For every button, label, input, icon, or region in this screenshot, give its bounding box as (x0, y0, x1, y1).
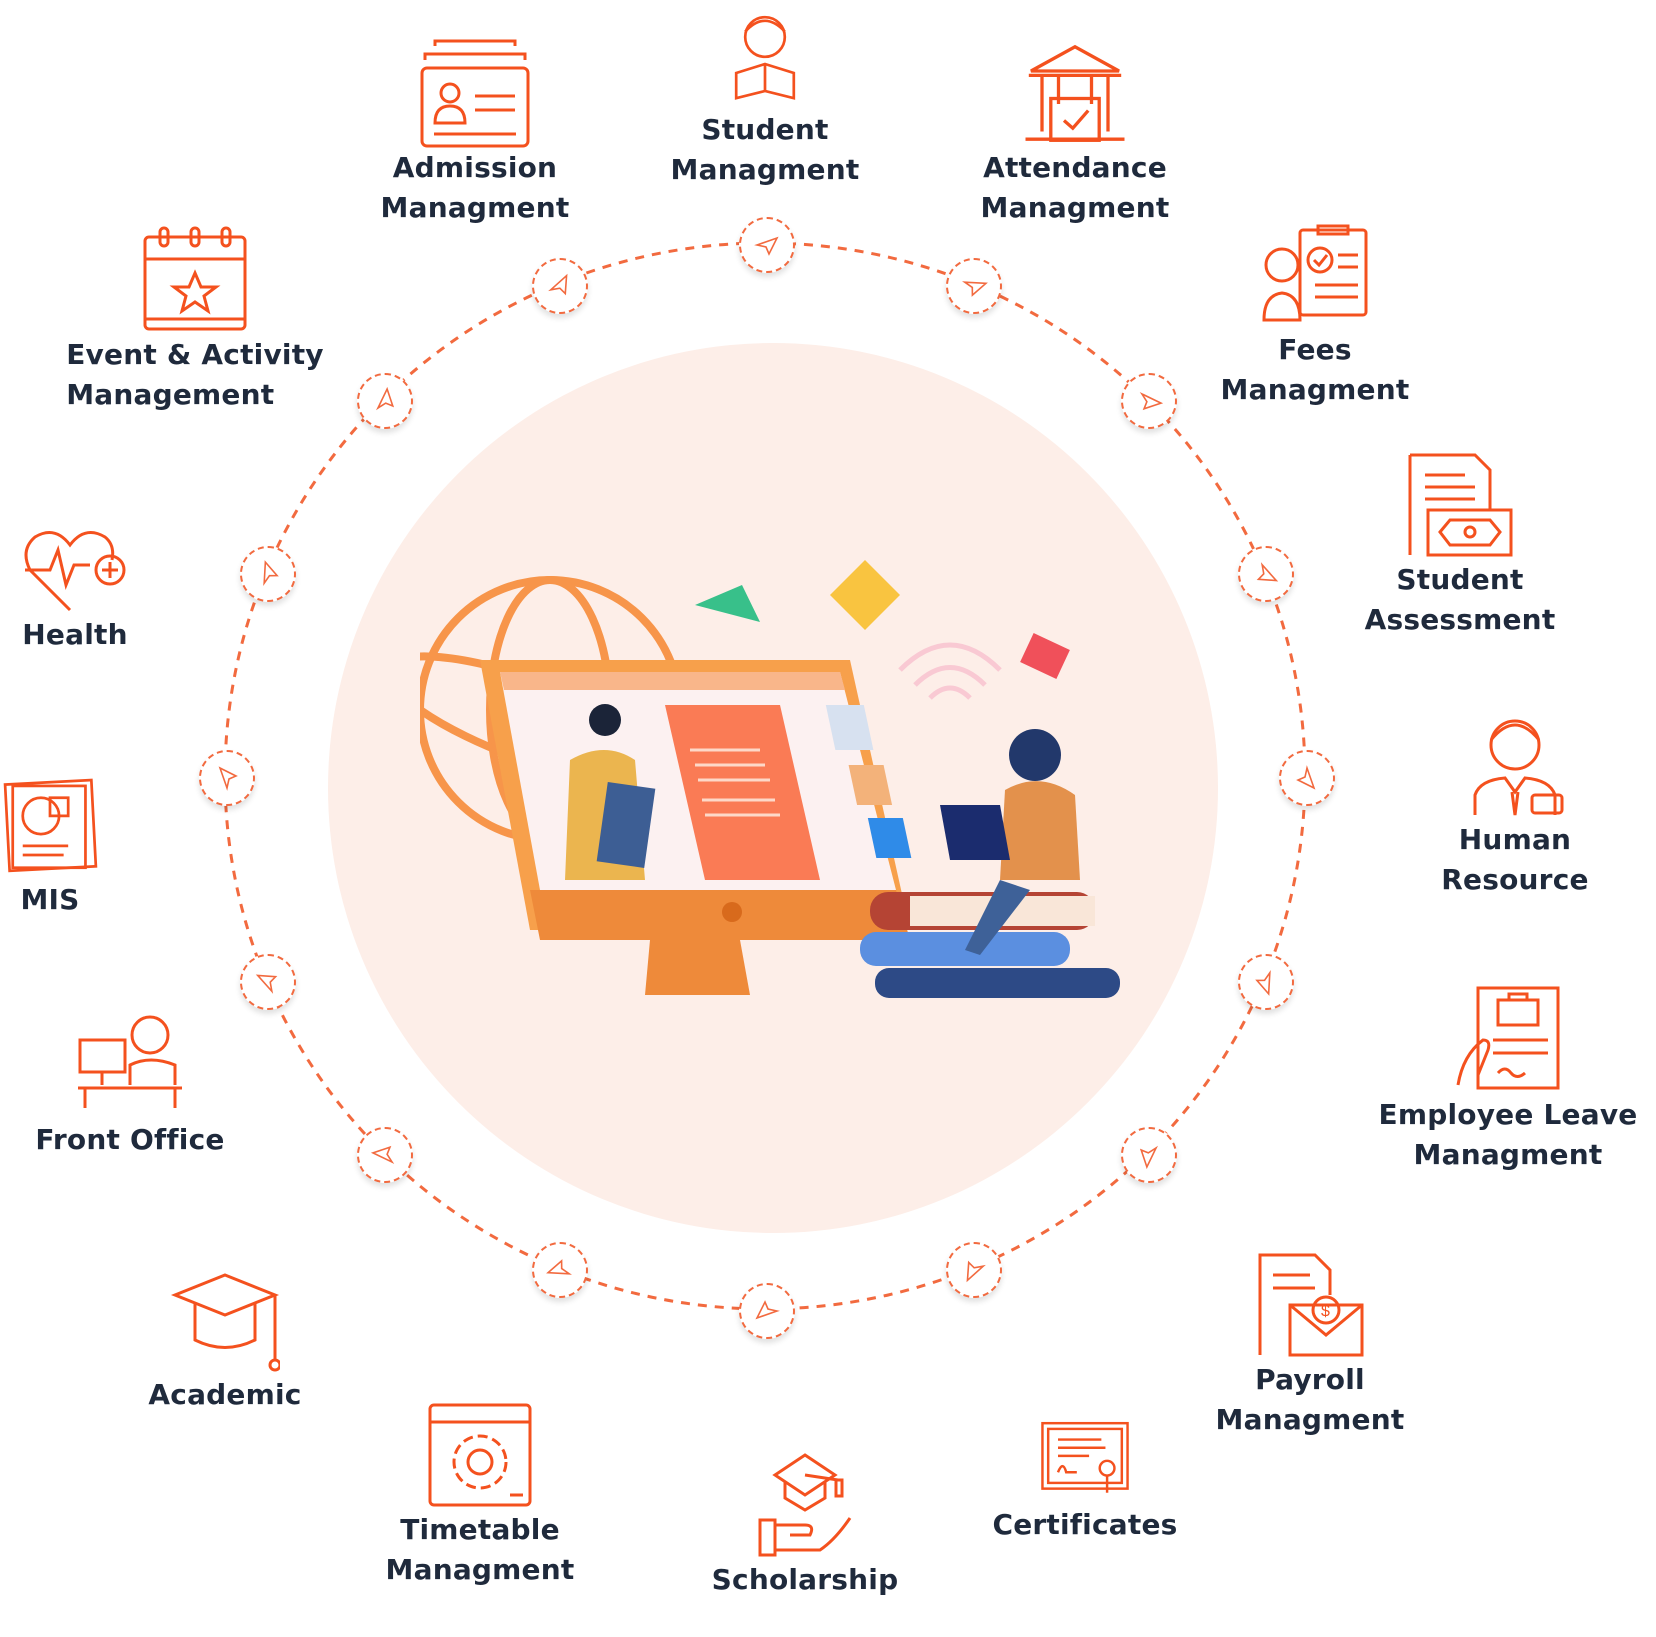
certificate-icon (1041, 1421, 1129, 1493)
center-illustration (420, 560, 1120, 998)
paper-plane-icon (371, 1145, 395, 1164)
module-front-office[interactable]: Front Office (15, 1010, 245, 1160)
ring-node (945, 257, 1002, 314)
graduation-cap-icon (170, 1273, 280, 1372)
module-label: MIS (20, 883, 80, 916)
module-mis[interactable]: MIS (0, 770, 100, 920)
hr-person-icon (1473, 719, 1564, 816)
ring-node (945, 1242, 1002, 1299)
module-label: Academic (148, 1378, 302, 1411)
heart-pulse-plus-icon (24, 531, 126, 612)
paper-plane-icon (1256, 562, 1279, 582)
paper-plane-icon (255, 974, 278, 994)
receptionist-desk-icon (78, 1015, 182, 1108)
module-certificates[interactable]: Certificates (960, 1415, 1210, 1545)
paper-plane-icon (966, 1261, 986, 1283)
ring-node (532, 1242, 589, 1299)
paper-plane-icon (1139, 392, 1163, 411)
building-calendar-check-icon (1025, 44, 1125, 142)
ring-node (199, 750, 255, 806)
module-academic[interactable]: Academic (115, 1265, 335, 1415)
ring-node (739, 217, 795, 273)
paper-plane-icon (961, 280, 988, 297)
ring-node (357, 373, 414, 430)
ring-node (739, 1283, 795, 1339)
document-money-icon (1408, 453, 1513, 557)
ring-node (1279, 750, 1335, 806)
student-reading-icon (734, 15, 796, 100)
paper-plane-icon (1296, 765, 1316, 790)
ring-node (1120, 373, 1177, 430)
module-label: Certificates (992, 1508, 1178, 1541)
paper-plane-icon (755, 1300, 780, 1320)
module-health[interactable]: Health (10, 525, 140, 655)
calendar-star-icon (143, 226, 247, 331)
report-pie-chart-icon (3, 778, 98, 873)
module-label: Scholarship (711, 1563, 899, 1596)
paper-plane-icon (546, 1259, 573, 1276)
module-scholarship[interactable]: Scholarship (680, 1450, 930, 1600)
paper-plane-icon (376, 386, 395, 411)
ring-node (240, 546, 297, 603)
svg-text:$: $ (1321, 1303, 1330, 1320)
module-label: Front Office (35, 1123, 225, 1156)
ring-node (1237, 546, 1294, 603)
paper-plane-icon (754, 236, 779, 256)
ring-node (240, 953, 297, 1010)
window-gear-icon (428, 1403, 532, 1507)
module-label: Health (22, 618, 128, 651)
person-clipboard-check-icon (1262, 224, 1368, 322)
paper-plane-icon (1139, 1145, 1158, 1170)
hand-document-briefcase-icon (1456, 986, 1560, 1090)
ring-node (532, 257, 589, 314)
paper-plane-icon (218, 766, 238, 791)
hand-graduation-cap-icon (758, 1453, 852, 1557)
id-card-icon (420, 39, 530, 148)
document-envelope-dollar-icon: $ (1258, 1253, 1364, 1357)
ring-node (357, 1126, 414, 1183)
ring-node (1120, 1126, 1177, 1183)
paper-plane-icon (263, 560, 279, 587)
paper-plane-icon (548, 273, 568, 295)
paper-plane-icon (1255, 969, 1271, 996)
ring-node (1237, 953, 1294, 1010)
